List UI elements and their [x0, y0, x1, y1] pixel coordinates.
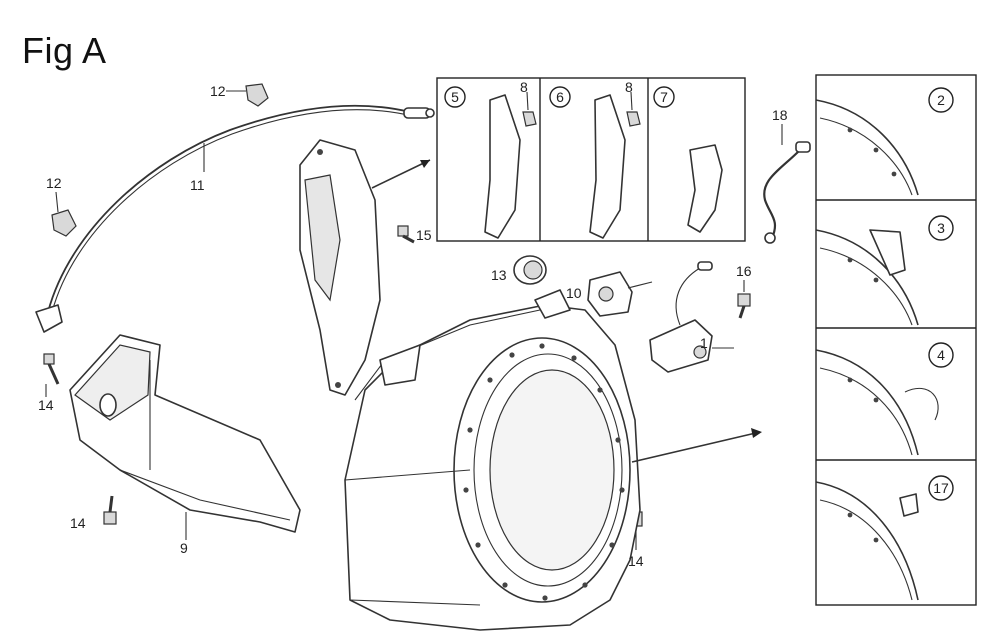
cable-clip-upper — [226, 83, 269, 107]
inset-column-2-3-4-17 — [815, 74, 977, 606]
upper-shroud-part — [299, 139, 431, 396]
figure-title: Fig A — [22, 30, 107, 71]
screw-15 — [397, 225, 415, 244]
callout-13: 13 — [491, 267, 507, 283]
ground-wire-18 — [763, 124, 811, 244]
inset-label-4: 4 — [937, 347, 945, 363]
callout-14-right: 14 — [628, 553, 644, 569]
callout-12-upper: 12 — [210, 83, 226, 99]
bolt-14-left — [43, 353, 60, 397]
callout-14-bottom: 14 — [70, 515, 86, 531]
callout-14-left: 14 — [38, 397, 54, 413]
callout-12-lower: 12 — [46, 175, 62, 191]
callout-10: 10 — [566, 285, 582, 301]
callout-8-b: 8 — [625, 79, 633, 95]
fan-housing-part — [344, 289, 762, 631]
callout-labels: 1 8 8 9 10 11 12 12 13 14 14 14 15 16 18 — [38, 79, 788, 569]
grommet-13 — [513, 255, 547, 285]
inset-box-5-6-7 — [436, 77, 746, 242]
callout-11: 11 — [190, 177, 205, 193]
cable-clip-lower — [51, 191, 77, 237]
inset-label-2: 2 — [937, 92, 945, 108]
bolt-14-bottom — [103, 495, 117, 525]
connector-1 — [649, 261, 734, 373]
callout-9: 9 — [180, 540, 188, 556]
callout-15: 15 — [416, 227, 432, 243]
bolt-16 — [737, 280, 751, 319]
callout-16: 16 — [736, 263, 752, 279]
switch-10 — [587, 271, 653, 317]
inset-label-6: 6 — [556, 89, 564, 105]
callout-1: 1 — [700, 335, 708, 351]
control-cable-part — [35, 104, 435, 333]
inset-label-17: 17 — [933, 480, 949, 496]
inset-label-3: 3 — [937, 220, 945, 236]
callout-8-a: 8 — [520, 79, 528, 95]
callout-18: 18 — [772, 107, 788, 123]
inset-label-7: 7 — [660, 89, 668, 105]
inset-labels: 5 6 7 2 3 4 17 — [451, 89, 949, 496]
inset-label-5: 5 — [451, 89, 459, 105]
lower-shroud-part — [69, 334, 301, 540]
